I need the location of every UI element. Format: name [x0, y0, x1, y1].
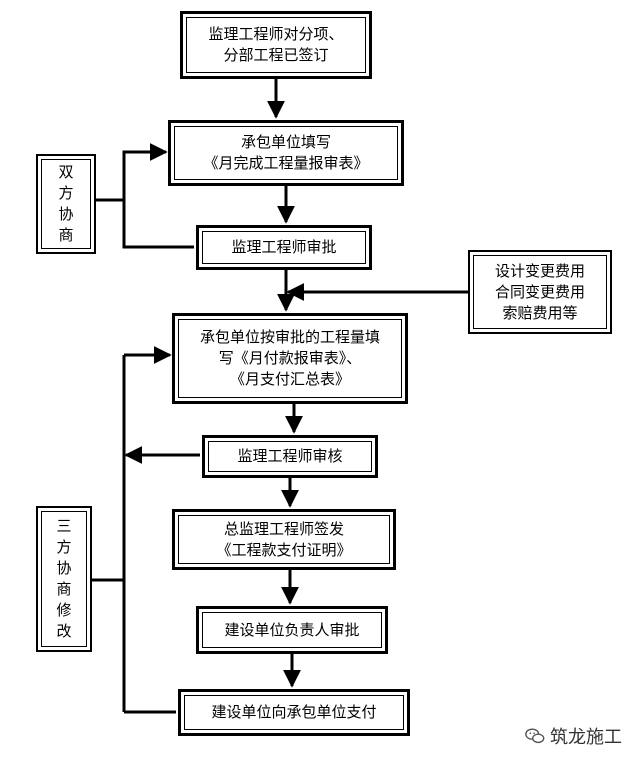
bilateral-text: 双方协商: [58, 163, 74, 244]
cost-note: 设计变更费用 合同变更费用 索赔费用等: [468, 250, 612, 334]
watermark-text: 筑龙施工: [550, 727, 622, 748]
step1-box: 监理工程师对分项、 分部工程已签订: [180, 11, 372, 79]
step4-line2: 写《月付款报审表》、: [218, 349, 362, 367]
cost-line2: 合同变更费用: [494, 282, 585, 301]
step2-line1: 承包单位填写: [240, 133, 331, 151]
step4-box: 承包单位按审批的工程量填 写《月付款报审表》、 《月支付汇总表》: [172, 313, 408, 404]
cost-line3: 索赔费用等: [502, 303, 578, 322]
step5-box: 监理工程师审核: [202, 435, 378, 478]
cost-line1: 设计变更费用: [494, 261, 585, 280]
watermark: 筑龙施工: [524, 723, 622, 749]
step2-line2: 《月完成工程量报审表》: [203, 154, 369, 172]
wechat-icon: [525, 728, 545, 744]
step1-line1: 监理工程师对分项、: [208, 25, 344, 43]
step4-line3: 《月支付汇总表》: [229, 370, 350, 388]
step3-line1: 监理工程师审批: [231, 238, 337, 256]
step6-line1: 总监理工程师签发: [223, 519, 344, 538]
step1-line2: 分部工程已签订: [223, 46, 329, 64]
step7-line1: 建设单位负责人审批: [224, 620, 360, 639]
bilateral-note: 双方协商: [36, 154, 96, 254]
step5-line1: 监理工程师审核: [237, 447, 343, 465]
step4-line1: 承包单位按审批的工程量填: [199, 328, 380, 346]
step7-box: 建设单位负责人审批: [196, 606, 388, 654]
step6-box: 总监理工程师签发 《工程款支付证明》: [172, 509, 396, 570]
step3-box: 监理工程师审批: [196, 225, 372, 270]
trilateral-note: 三方协商修改: [36, 506, 92, 652]
step6-line2: 《工程款支付证明》: [216, 540, 352, 559]
step8-box: 建设单位向承包单位支付: [178, 689, 410, 736]
trilateral-text: 三方协商修改: [56, 517, 72, 640]
step8-line1: 建设单位向承包单位支付: [211, 703, 377, 721]
step2-box: 承包单位填写 《月完成工程量报审表》: [168, 120, 404, 186]
